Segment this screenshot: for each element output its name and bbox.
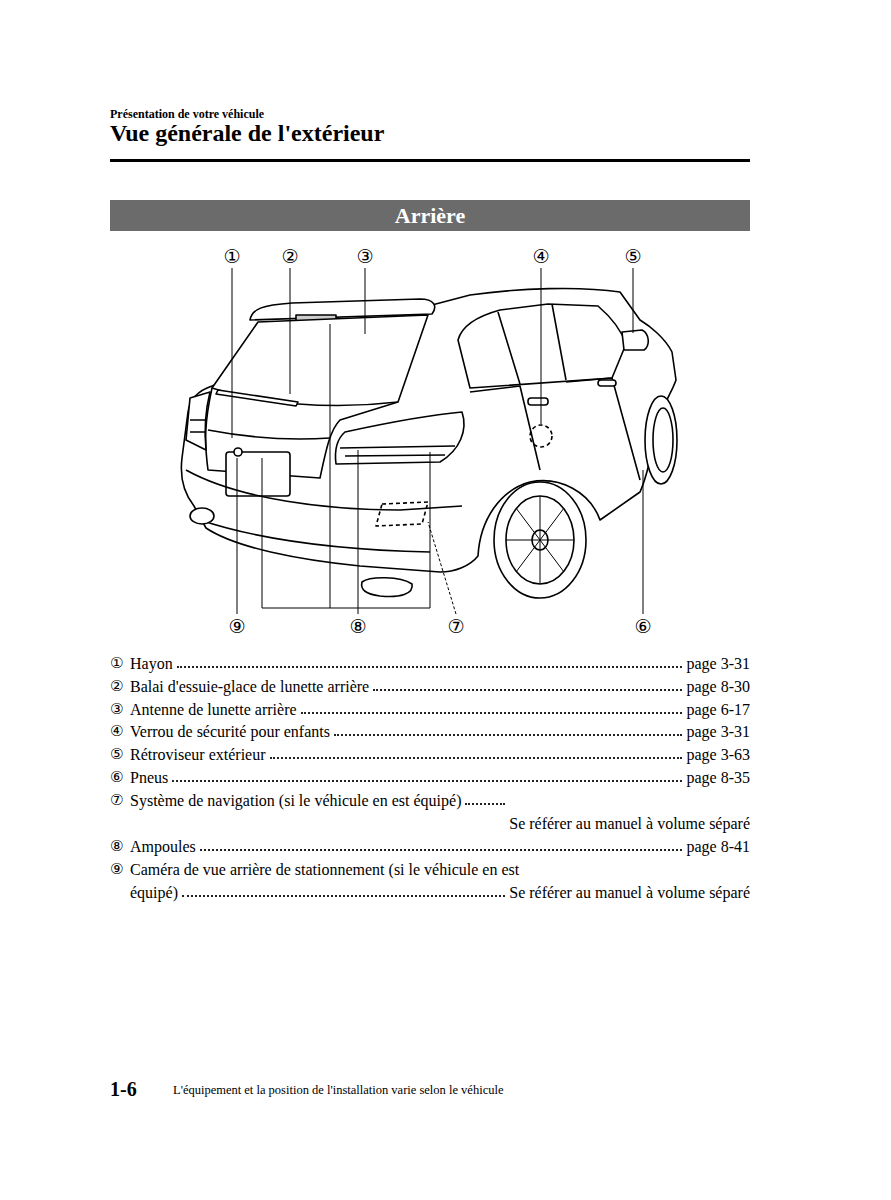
part-name-box: Caméra de vue arrière de stationnement (… xyxy=(130,858,565,904)
callout-number: ⑦ xyxy=(447,616,464,636)
part-name: Système de navigation (si le véhicule en… xyxy=(130,792,461,809)
part-name-box: Hayon xyxy=(130,652,565,675)
leader-lines xyxy=(232,268,643,614)
part-name-box: Balai d'essuie-glace de lunette arrière xyxy=(130,675,565,698)
callout-number: ① xyxy=(110,652,123,675)
parts-list-row: ⑦ Système de navigation (si le véhicule e… xyxy=(110,789,750,835)
car-drawing xyxy=(181,288,677,598)
section-band: Arrière xyxy=(110,200,750,231)
title-rule xyxy=(110,159,750,162)
callout-number: ① xyxy=(223,246,240,266)
dot-leader xyxy=(270,757,683,759)
dot-leader xyxy=(465,803,505,805)
part-name-box: Verrou de sécurité pour enfants xyxy=(130,720,565,743)
dot-leader xyxy=(182,895,505,897)
page-reference: page 8-30 xyxy=(686,675,750,698)
part-name: Balai d'essuie-glace de lunette arrière xyxy=(130,678,369,695)
page-reference: page 8-35 xyxy=(686,766,750,789)
page-reference: page 8-41 xyxy=(686,835,750,858)
part-name-box: Antenne de lunette arrière xyxy=(130,698,565,721)
callout-number: ⑥ xyxy=(110,766,123,789)
callout-number: ⑧ xyxy=(110,835,123,858)
page-reference: page 3-63 xyxy=(686,743,750,766)
part-name: Rétroviseur extérieur xyxy=(130,746,266,763)
dot-leader xyxy=(373,689,682,691)
page-number: 1-6 xyxy=(110,1078,137,1101)
callout-number: ④ xyxy=(532,246,549,266)
callout-number: ⑧ xyxy=(349,616,366,636)
dot-leader xyxy=(177,666,683,668)
dot-leader xyxy=(301,712,683,714)
part-name: Ampoules xyxy=(130,838,196,855)
part-name: Antenne de lunette arrière xyxy=(130,701,297,718)
page-reference: Se référer au manuel à volume séparé xyxy=(509,881,750,904)
part-name: Hayon xyxy=(130,655,173,672)
parts-list-row: ⑨ Caméra de vue arrière de stationnement … xyxy=(110,858,750,904)
part-name-box: Rétroviseur extérieur xyxy=(130,743,565,766)
part-name-box: Pneus xyxy=(130,766,565,789)
callout-number: ⑨ xyxy=(110,858,123,881)
callout-number: ② xyxy=(281,246,298,266)
callout-number: ② xyxy=(110,675,123,698)
callout-number: ⑨ xyxy=(228,616,245,636)
callout-number: ③ xyxy=(356,246,373,266)
part-name: Caméra de vue arrière de stationnement (… xyxy=(130,861,519,901)
callout-number: ⑥ xyxy=(634,616,651,636)
band-title: Arrière xyxy=(395,203,465,228)
dot-leader xyxy=(200,849,683,851)
page-reference: page 3-31 xyxy=(686,720,750,743)
callout-number: ⑦ xyxy=(110,789,123,812)
footer-note: L'équipement et la position de l'install… xyxy=(173,1083,503,1098)
dot-leader xyxy=(334,734,683,736)
page-reference: Se référer au manuel à volume séparé xyxy=(509,812,750,835)
part-name: Verrou de sécurité pour enfants xyxy=(130,723,330,740)
parts-list-row: ⑤ Rétroviseur extérieur page 3-63 xyxy=(110,743,750,789)
callout-number: ⑤ xyxy=(110,743,123,766)
page-reference: page 6-17 xyxy=(686,698,750,721)
callout-number: ④ xyxy=(110,720,123,743)
callout-number: ③ xyxy=(110,698,123,721)
part-name-box: Système de navigation (si le véhicule en… xyxy=(130,789,565,812)
callout-number: ⑤ xyxy=(624,246,641,266)
part-name: Pneus xyxy=(130,769,168,786)
part-name-box: Ampoules xyxy=(130,835,565,858)
dot-leader xyxy=(172,780,682,782)
section-header: Présentation de votre véhicule xyxy=(110,107,264,122)
page-title: Vue générale de l'extérieur xyxy=(110,120,384,147)
page-reference: page 3-31 xyxy=(686,652,750,675)
